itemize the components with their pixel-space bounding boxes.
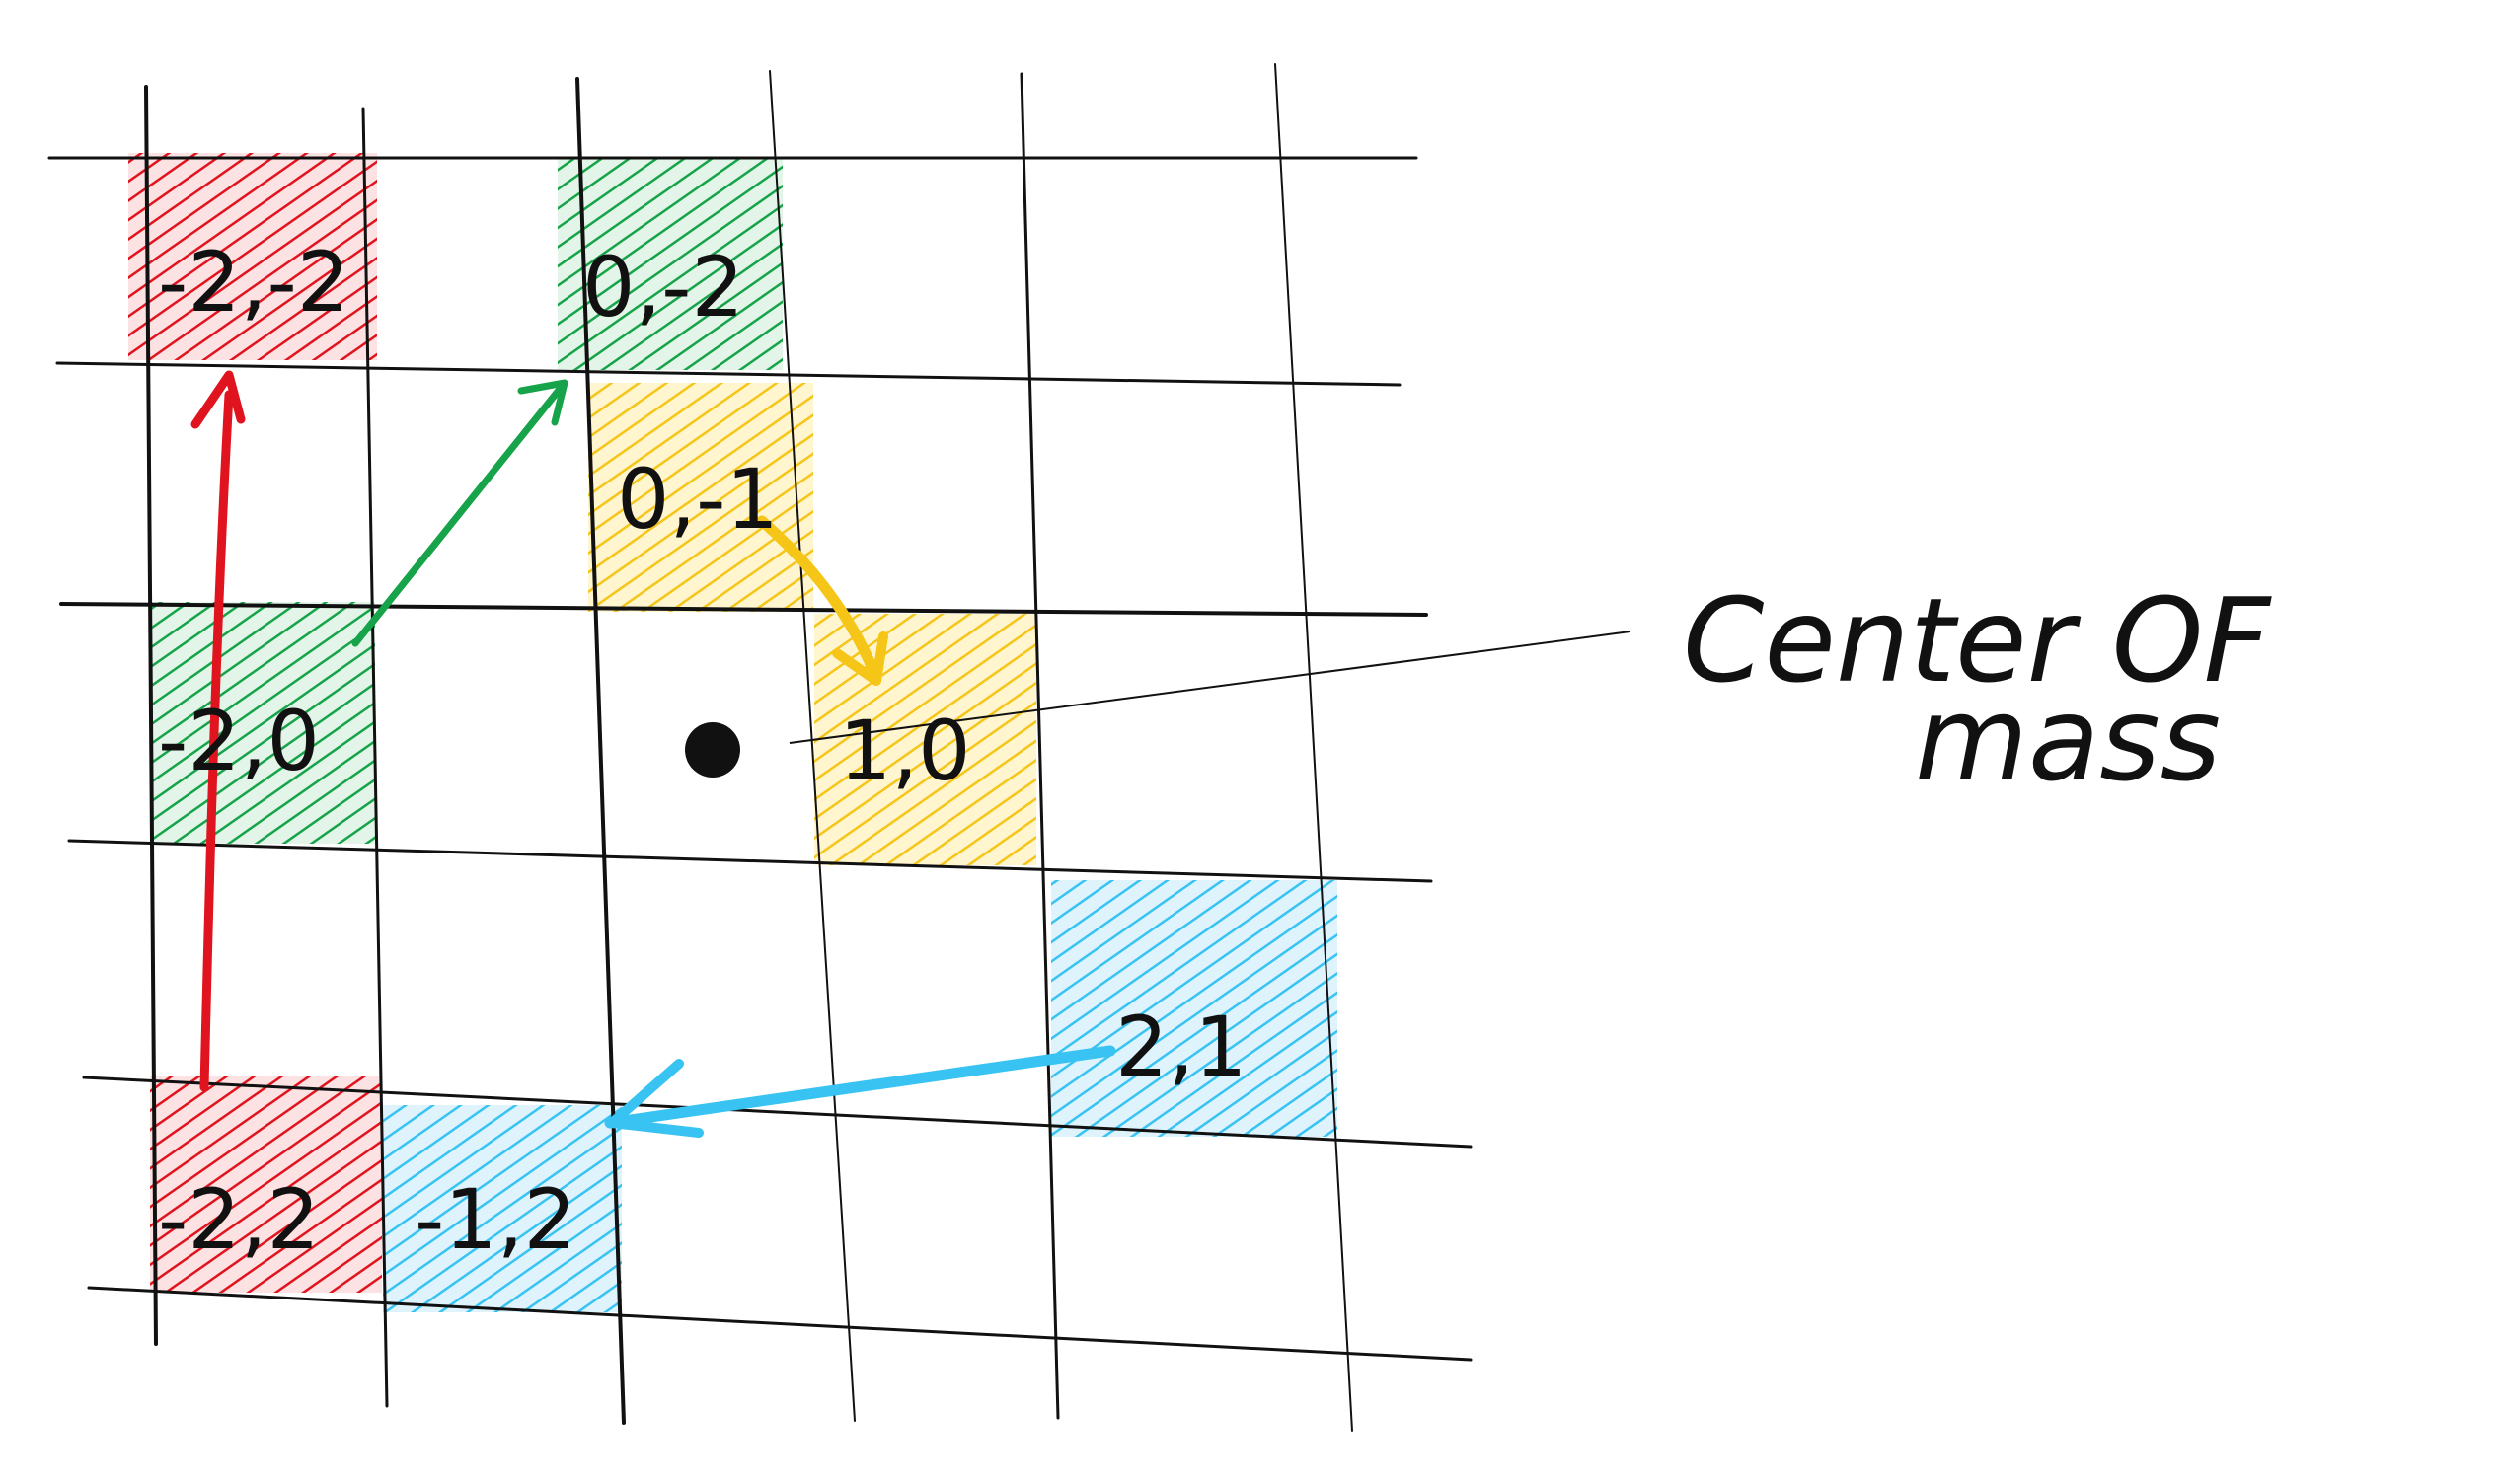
shaded-cells: [128, 153, 1337, 1312]
cell-1-0-shade: [814, 614, 1036, 865]
grid-line: [769, 70, 856, 1422]
red-arrow: [199, 390, 234, 1092]
cell-label: -2,-2: [158, 234, 349, 331]
cell-2-1-shade: [1051, 880, 1337, 1137]
grid-line: [82, 1076, 1473, 1149]
grid-line: [67, 839, 1433, 883]
grid-line: [87, 1286, 1473, 1362]
center-of-mass-annotation: Center OF mass: [1683, 572, 2273, 807]
grid-line: [59, 602, 1428, 617]
cell-neg2-neg2-shade: [128, 153, 377, 360]
cell-label: 2,1: [1115, 999, 1248, 1095]
cell-0-neg1-shade: [588, 383, 813, 612]
cell-label: -1,2: [415, 1171, 576, 1268]
yellow-arrow: [756, 515, 879, 677]
arrows: [190, 370, 1116, 1138]
blue-arrow: [604, 1045, 1116, 1129]
grid-lines: [47, 63, 1473, 1432]
green-arrow: [351, 384, 565, 647]
grid-line: [55, 361, 1402, 387]
blue-arrowhead: [607, 1059, 704, 1138]
grid-line: [144, 85, 158, 1346]
cell-0-neg2-shade: [558, 158, 783, 370]
cell-label: -2,0: [158, 693, 320, 789]
red-arrowhead: [190, 370, 246, 429]
cell-neg2-0-shade: [150, 602, 375, 844]
grid-line: [575, 77, 626, 1425]
center-of-mass-leader: [789, 631, 1631, 744]
grid-line: [1020, 72, 1060, 1420]
cell-label: 0,-2: [582, 239, 744, 335]
yellow-arrowhead: [832, 631, 888, 686]
cell-neg1-2-shade: [383, 1105, 622, 1312]
cell-neg2-2-shade: [150, 1076, 382, 1293]
annotation-line-1: Center OF: [1683, 572, 2273, 708]
cell-label: 0,-1: [617, 451, 779, 548]
grid-line: [361, 107, 389, 1408]
center-of-mass-dot: [685, 722, 740, 778]
green-arrowhead: [517, 379, 568, 426]
cell-label: -2,2: [158, 1171, 320, 1268]
cell-label: 1,0: [839, 703, 971, 799]
annotation-line-2: mass: [1915, 671, 2221, 807]
cell-labels: -2,-2 0,-2 0,-1 -2,0 1,0 2,1 -2,2 -1,2: [158, 234, 1248, 1268]
grid-line: [1274, 63, 1353, 1432]
